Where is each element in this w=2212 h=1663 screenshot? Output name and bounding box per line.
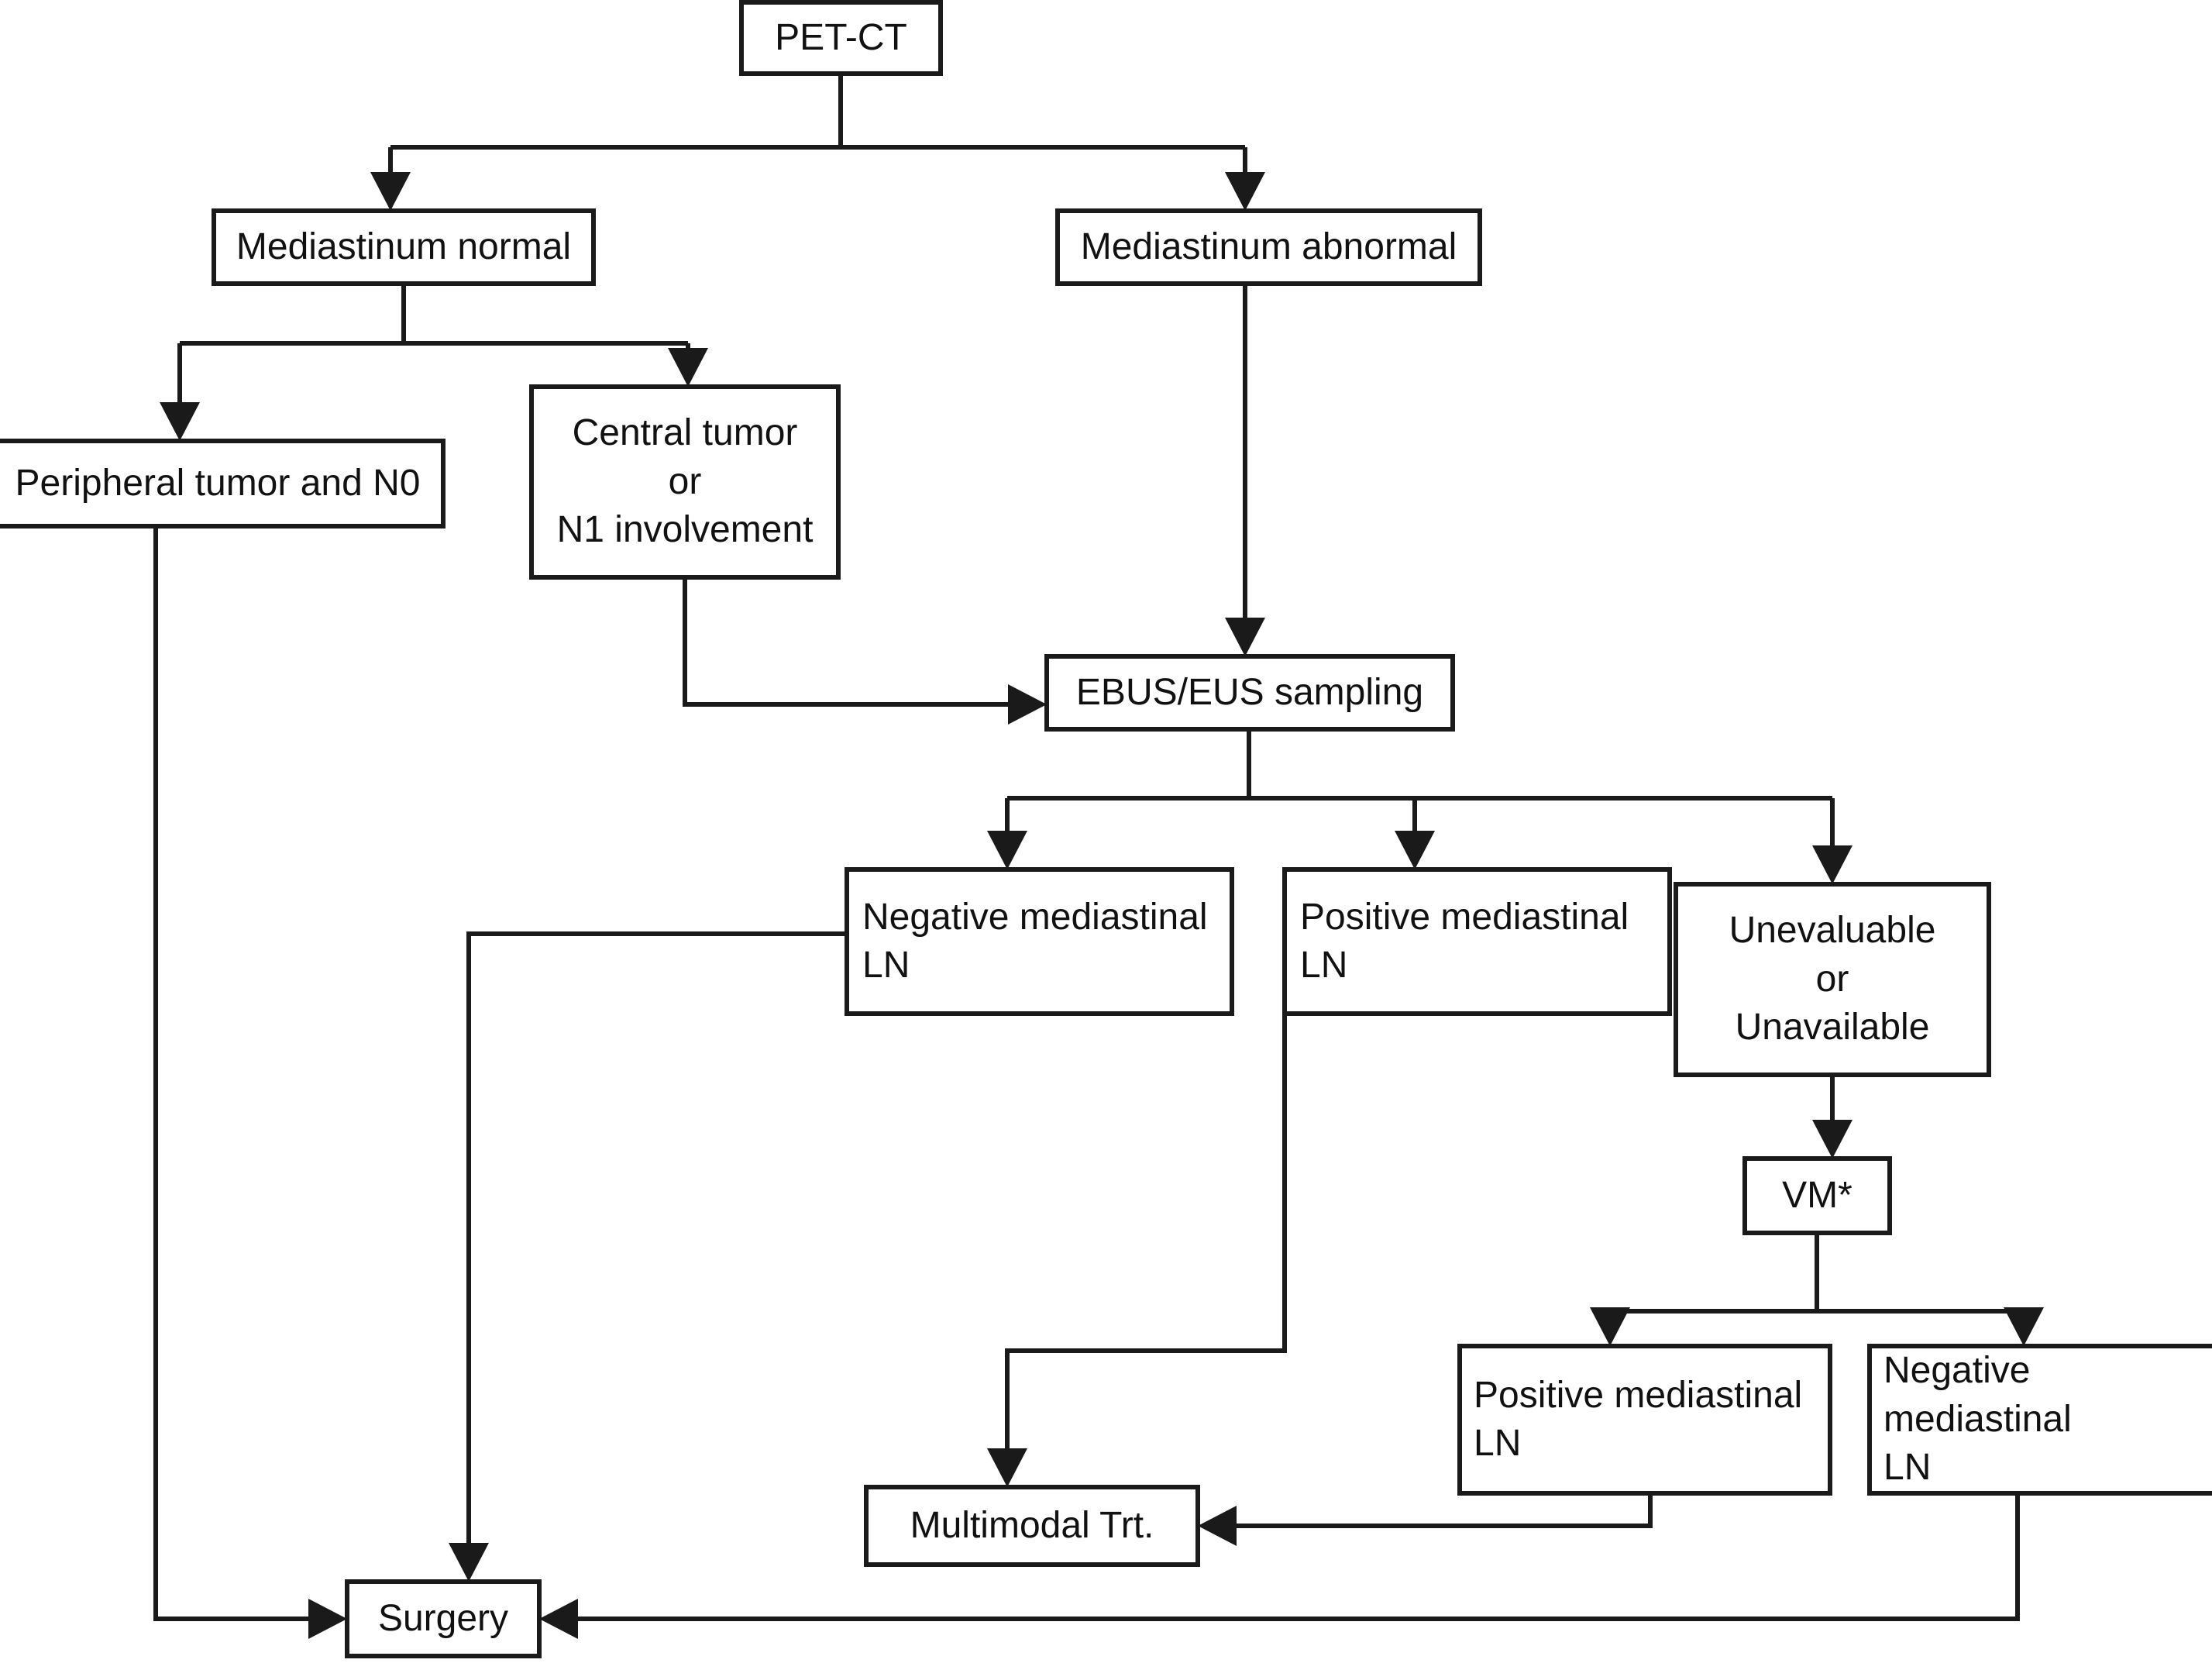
arrowhead-ebus-top [1225,618,1265,656]
arrowhead-vm [1812,1120,1853,1159]
edge-mediastinum-normal-stem [180,284,688,346]
edge-positive-ln-2-to-multimodal [1223,1493,1653,1528]
edge-pet-ct-stem [390,74,1245,150]
node-ebus-eus-sampling[interactable] [1044,654,1455,732]
arrowhead-positive-ln-1 [1395,831,1435,869]
arrowhead-ebus-left [1008,684,1047,725]
arrowhead-surgery-top [449,1543,489,1582]
node-surgery[interactable] [345,1579,542,1658]
node-mediastinum-normal[interactable] [212,208,596,286]
edge-peripheral-tumor-to-surgery [153,526,322,1621]
arrowhead-peripheral-tumor [160,402,200,441]
edge-negative-ln-2-to-surgery [564,1493,2020,1621]
arrowhead-negative-ln-2 [2004,1307,2044,1346]
edge-negative-ln-1-to-surgery [466,931,847,1557]
arrowhead-mediastinum-normal [370,172,411,211]
arrowhead-multimodal-top [987,1448,1027,1487]
arrowhead-unevaluable [1812,845,1853,884]
node-pet-ct[interactable] [739,0,943,76]
edge-vm-stem [1610,1233,2024,1314]
node-multimodal-trt[interactable] [864,1485,1200,1567]
node-peripheral-tumor-n0[interactable] [0,439,445,529]
arrowhead-multimodal-right [1198,1506,1237,1546]
arrowhead-central-tumor [668,348,708,387]
node-negative-mediastinal-ln-2[interactable] [1867,1344,2212,1496]
node-mediastinum-abnormal[interactable] [1055,208,1482,286]
arrowhead-negative-ln-1 [987,831,1027,869]
node-central-tumor-n1[interactable] [529,384,841,580]
node-positive-mediastinal-ln-1[interactable] [1282,867,1672,1016]
arrowhead-positive-ln-2 [1590,1307,1630,1346]
node-unevaluable-unavailable[interactable] [1674,882,1991,1077]
edge-positive-ln-1-to-multimodal [1005,1014,1287,1462]
arrowhead-surgery-right [539,1599,578,1639]
edge-central-tumor-to-ebus [683,577,1022,707]
node-vm[interactable] [1742,1156,1892,1235]
edge-ebus-stem [1007,729,1832,801]
arrowhead-mediastinum-abnormal [1225,172,1265,211]
arrowhead-surgery-left [308,1599,347,1639]
node-positive-mediastinal-ln-2[interactable] [1457,1344,1832,1496]
node-negative-mediastinal-ln-1[interactable] [845,867,1234,1016]
